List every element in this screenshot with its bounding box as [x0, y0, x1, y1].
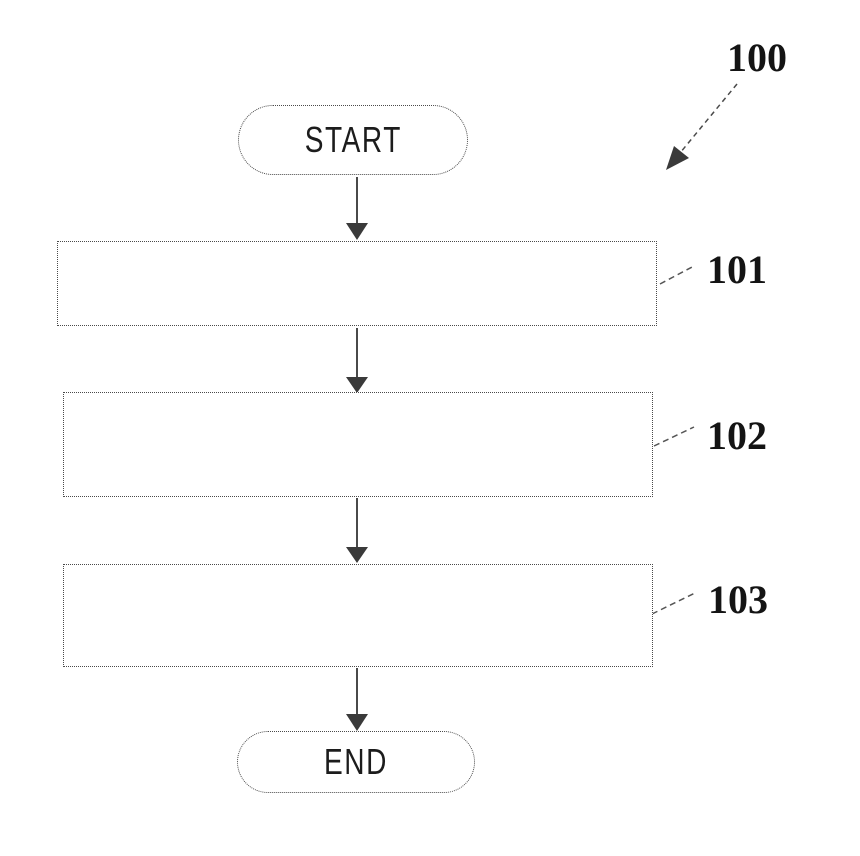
ref-label-101: 101: [707, 247, 767, 292]
process-box-101: [57, 241, 657, 326]
ref-100-arrow: [666, 83, 738, 170]
ref-label-103: 103: [708, 577, 768, 622]
leader-line-103: [651, 592, 696, 615]
flow-arrow-102-to-103: [346, 498, 368, 563]
flow-arrow-101-to-102: [346, 328, 368, 393]
leader-line-102: [653, 426, 695, 447]
ref-label-102: 102: [707, 413, 767, 458]
ref-label-100: 100: [727, 35, 787, 80]
end-label: END: [324, 741, 388, 782]
flow-arrow-start-to-101: [346, 177, 368, 240]
flow-arrow-103-to-end: [346, 668, 368, 731]
process-box-102: [63, 392, 653, 497]
start-label: START: [304, 119, 402, 160]
leader-line-101: [659, 265, 695, 285]
start-node: START: [238, 105, 468, 175]
end-node: END: [237, 731, 475, 793]
process-box-103: [63, 564, 653, 667]
